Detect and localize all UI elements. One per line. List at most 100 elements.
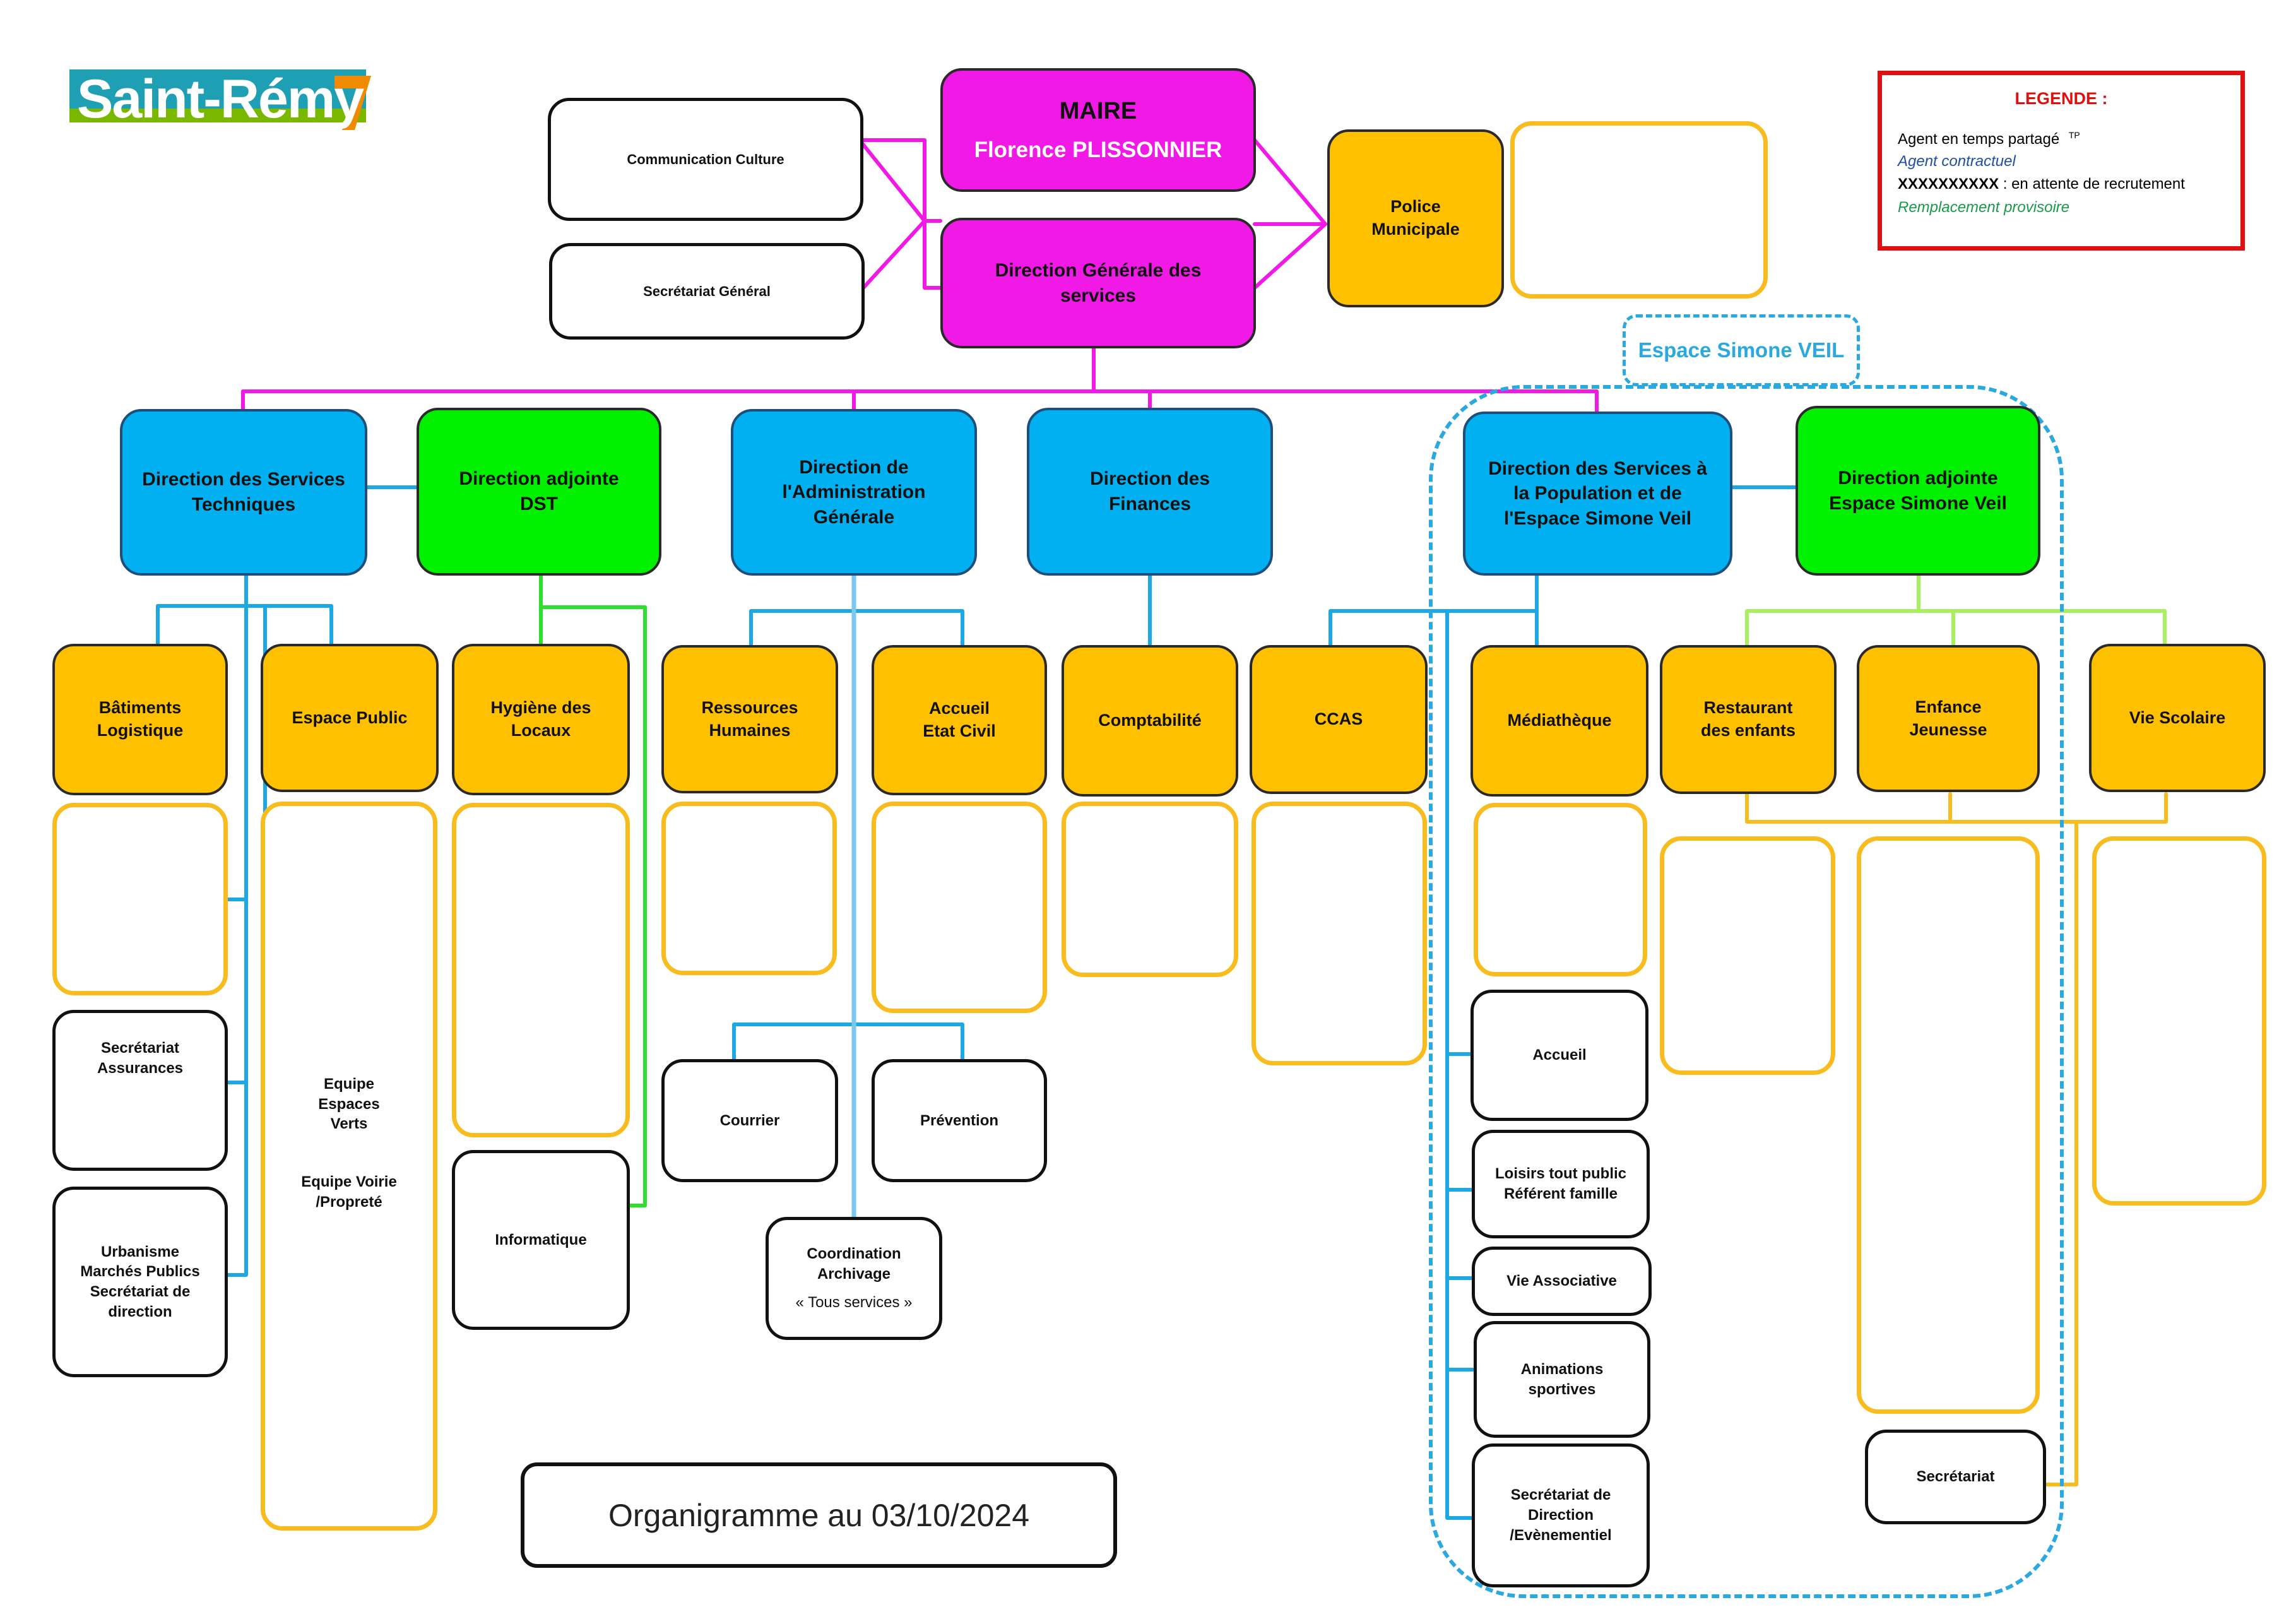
- mediatheque-staff-empty-box: [1474, 803, 1647, 976]
- prevention-label: Prévention: [920, 1111, 999, 1129]
- ressources-humaines-label: Ressources Humaines: [701, 697, 798, 740]
- hygiene-locaux-box: Hygiène des Locaux: [452, 644, 630, 795]
- restaurant-staff-empty-box: [1660, 836, 1835, 1075]
- logo-graphic: [69, 69, 371, 130]
- courrier-label: Courrier: [719, 1111, 780, 1129]
- legend-box: LEGENDE : Agent en temps partagé TP Agen…: [1878, 71, 2245, 251]
- accueil-etat-civil-staff-empty-box: [872, 802, 1047, 1013]
- secretariat-de-label: Secrétariat de: [1510, 1486, 1611, 1504]
- saint-remy-logo: Saint-Rémy: [69, 69, 372, 130]
- direction-services-techniques-label: Direction des Services Techniques: [142, 469, 345, 515]
- espace-public-label: Espace Public: [292, 708, 408, 727]
- accueil-etat-civil-box: Accueil Etat Civil: [872, 645, 1047, 795]
- police-staff-empty-box: [1510, 121, 1768, 299]
- legend-recruitment-text: : en attente de recrutement: [1999, 175, 2185, 193]
- animations-sportives-label: Animations sportives: [1520, 1360, 1604, 1398]
- direction-services-techniques-box: Direction des Services Techniques: [120, 409, 367, 576]
- batiments-logistique-label: Bâtiments Logistique: [97, 698, 184, 740]
- comptabilite-label: Comptabilité: [1098, 711, 1202, 730]
- comptabilite-staff-empty-box: [1062, 802, 1238, 977]
- legend-replacement: Remplacement provisoire: [1898, 199, 2070, 216]
- logo-text: Saint-Rémy: [77, 69, 364, 129]
- ressources-humaines-box: Ressources Humaines: [661, 645, 838, 793]
- vie-associative-label: Vie Associative: [1506, 1272, 1617, 1290]
- espace-public-box: Espace Public: [261, 644, 439, 792]
- hygiene-locaux-label: Hygiène des Locaux: [490, 698, 591, 740]
- secretariat-direction-evenementiel-box: Secrétariat de Direction /Evènementiel: [1472, 1443, 1650, 1587]
- urbanisme-label: Urbanisme: [100, 1243, 180, 1260]
- vie-scolaire-box: Vie Scolaire: [2089, 644, 2266, 792]
- secretariat-assurances-label: Secrétariat Assurances: [97, 1040, 184, 1077]
- legend-part-time-sup: TP: [2068, 130, 2080, 140]
- direction-services-population-label: Direction des Services à la Population e…: [1488, 458, 1707, 529]
- direction-adjointe-simone-veil-label: Direction adjointe Espace Simone Veil: [1829, 467, 2007, 514]
- informatique-label: Informatique: [495, 1231, 587, 1248]
- accueil-box: Accueil: [1471, 990, 1648, 1121]
- secretariat-general-label: Secrétariat Général: [643, 283, 771, 299]
- maire-box: MAIRE Florence PLISSONNIER: [940, 68, 1256, 192]
- mediatheque-box: Médiathèque: [1471, 645, 1648, 797]
- direction-adjointe-dst-box: Direction adjointe DST: [417, 408, 661, 576]
- direction-finances-box: Direction des Finances: [1027, 408, 1273, 576]
- dgs-label: Direction Générale des services: [995, 259, 1202, 306]
- legend-recruitment-mark: XXXXXXXXXX: [1898, 175, 1999, 193]
- secretariat-enfance-box: Secrétariat: [1865, 1430, 2046, 1524]
- restaurant-enfants-box: Restaurant des enfants: [1660, 645, 1837, 794]
- urbanisme-box: Urbanisme Marchés Publics Secrétariat de…: [52, 1187, 228, 1377]
- restaurant-enfants-label: Restaurant des enfants: [1700, 698, 1796, 740]
- espace-simone-veil-label: Espace Simone VEIL: [1623, 314, 1860, 386]
- vie-associative-box: Vie Associative: [1472, 1247, 1652, 1316]
- accueil-label: Accueil: [1532, 1046, 1587, 1064]
- equipe-espaces-verts-label: Equipe Espaces Verts: [318, 1076, 380, 1133]
- direction-finances-label: Direction des Finances: [1089, 468, 1210, 514]
- hygiene-staff-empty-box: [452, 803, 630, 1137]
- enfance-jeunesse-label: Enfance Jeunesse: [1909, 697, 1987, 739]
- equipe-voirie-label: Equipe Voirie /Propreté: [301, 1173, 397, 1211]
- referent-famille-label: Référent famille: [1503, 1185, 1618, 1202]
- batiments-logistique-box: Bâtiments Logistique: [52, 644, 228, 795]
- coordination-archivage-label: Coordination Archivage: [807, 1245, 901, 1283]
- comptabilite-box: Comptabilité: [1062, 645, 1238, 797]
- maire-name: Florence PLISSONNIER: [974, 137, 1222, 162]
- direction-adjointe-dst-label: Direction adjointe DST: [459, 468, 619, 514]
- accueil-etat-civil-label: Accueil Etat Civil: [923, 699, 996, 740]
- espace-public-teams-box: Equipe Espaces Verts Equipe Voirie /Prop…: [261, 802, 437, 1531]
- direction-administration-generale-box: Direction de l'Administration Générale: [731, 409, 977, 576]
- batiments-staff-empty-box: [52, 803, 228, 995]
- secretariat-direction-label: Secrétariat de direction: [90, 1283, 191, 1320]
- dgs-box: Direction Générale des services: [940, 218, 1256, 348]
- rh-staff-empty-box: [661, 802, 837, 975]
- mediatheque-label: Médiathèque: [1507, 711, 1612, 730]
- enfance-staff-empty-box: [1857, 836, 2040, 1414]
- coordination-archivage-box: Coordination Archivage « Tous services »: [766, 1217, 942, 1340]
- animations-sportives-box: Animations sportives: [1474, 1321, 1650, 1438]
- espace-simone-veil-area: [1429, 385, 2064, 1598]
- courrier-box: Courrier: [661, 1059, 838, 1182]
- legend-recruitment: XXXXXXXXXX : en attente de recrutement: [1898, 175, 2185, 193]
- communication-culture-label: Communication Culture: [627, 151, 784, 167]
- direction-services-population-box: Direction des Services à la Population e…: [1463, 412, 1732, 576]
- direction-label: Direction: [1527, 1507, 1594, 1524]
- ccas-staff-empty-box: [1252, 802, 1427, 1065]
- evenementiel-label: /Evènementiel: [1510, 1526, 1612, 1544]
- vie-scolaire-label: Vie Scolaire: [2129, 708, 2226, 727]
- enfance-jeunesse-box: Enfance Jeunesse: [1857, 645, 2040, 792]
- loisirs-label: Loisirs tout public: [1495, 1165, 1626, 1183]
- loisirs-box: Loisirs tout public Référent famille: [1472, 1130, 1650, 1238]
- police-municipale-box: Police Municipale: [1327, 129, 1504, 307]
- informatique-box: Informatique: [452, 1150, 630, 1330]
- secretariat-assurances-box: Secrétariat Assurances: [52, 1010, 228, 1171]
- maire-title: MAIRE: [1059, 97, 1137, 124]
- prevention-box: Prévention: [872, 1059, 1047, 1182]
- ccas-label: CCAS: [1314, 709, 1363, 729]
- legend-part-time: Agent en temps partagé TP: [1898, 130, 2080, 148]
- communication-culture-box: Communication Culture: [548, 98, 863, 221]
- secretariat-enfance-label: Secrétariat: [1916, 1468, 1995, 1486]
- organigramme-title: Organigramme au 03/10/2024: [521, 1462, 1117, 1568]
- direction-adjointe-simone-veil-box: Direction adjointe Espace Simone Veil: [1796, 406, 2040, 576]
- vie-scolaire-staff-empty-box: [2092, 836, 2266, 1206]
- police-municipale-label: Police Municipale: [1371, 197, 1460, 239]
- marches-publics-label: Marchés Publics: [80, 1263, 200, 1281]
- legend-contract: Agent contractuel: [1898, 153, 2016, 170]
